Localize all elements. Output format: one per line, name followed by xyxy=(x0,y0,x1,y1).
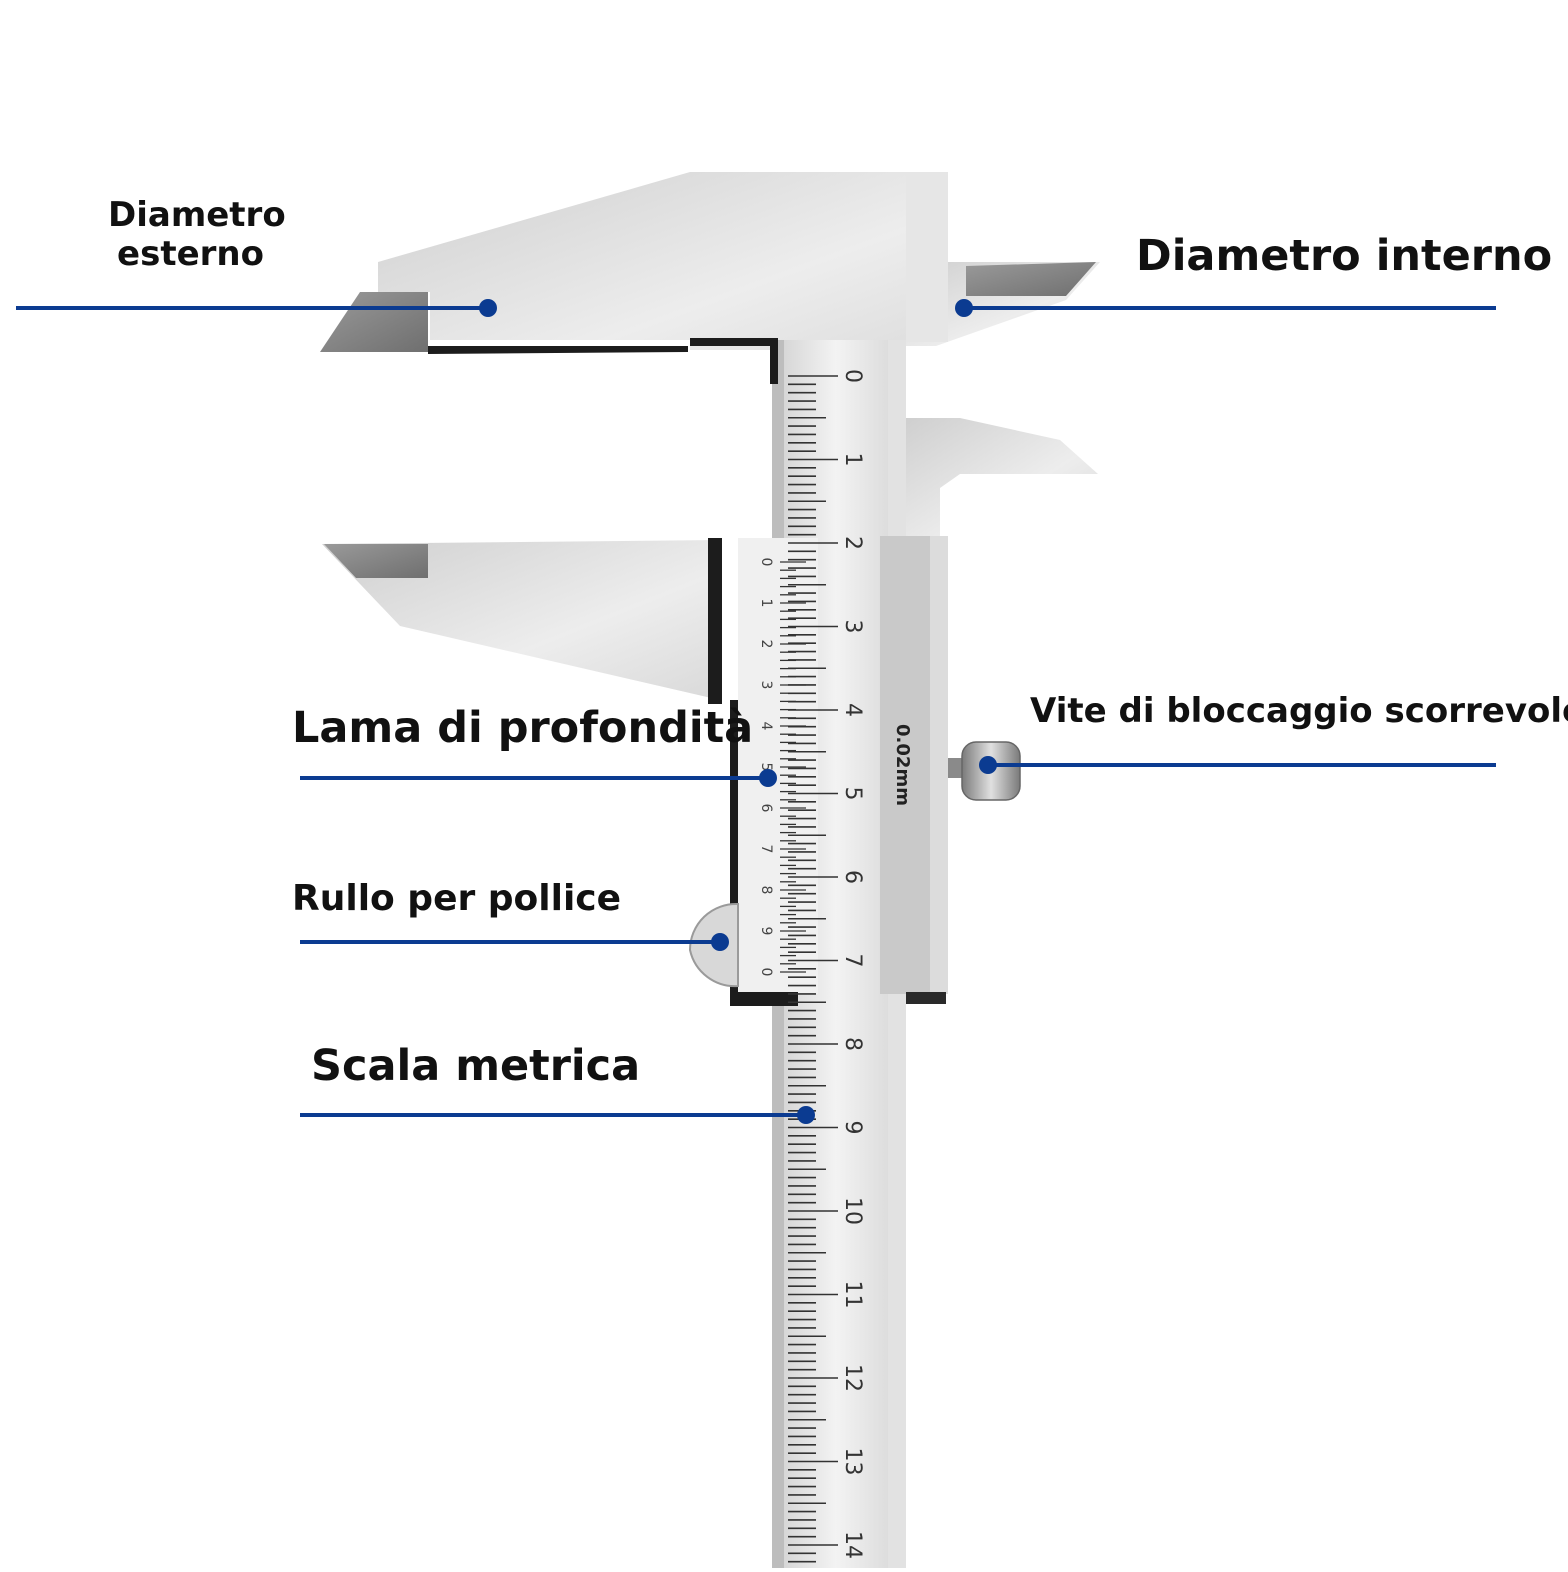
label-outer-diameter-line2: esterno xyxy=(117,234,264,275)
vernier-scale-number: 6 xyxy=(758,804,774,813)
fixed-jaw-step-edge xyxy=(690,338,778,384)
vernier-scale-number: 5 xyxy=(758,763,774,772)
fixed-head-right-face xyxy=(906,172,948,342)
label-metric-scale: Scala metrica xyxy=(311,1041,641,1091)
vernier-scale-number: 7 xyxy=(758,845,774,854)
fixed-outer-jaw-tip xyxy=(320,292,428,352)
leader-dot-outer-diameter xyxy=(479,299,497,317)
leader-dot-metric-scale xyxy=(797,1106,815,1124)
slider-bottom-edge xyxy=(738,992,798,1006)
main-scale-number: 12 xyxy=(840,1364,865,1392)
sliding-outer-jaw-body xyxy=(322,540,720,700)
vernier-scale-number: 1 xyxy=(758,599,774,608)
leader-dot-inner-diameter xyxy=(955,299,973,317)
slider-vernier-plate xyxy=(738,538,818,994)
main-scale-number: 8 xyxy=(840,1037,865,1051)
main-scale-number: 4 xyxy=(840,703,865,717)
main-scale-number: 7 xyxy=(840,954,865,968)
slider-bottom-edge-right xyxy=(906,992,946,1004)
sliding-inner-jaw xyxy=(906,418,1098,540)
sliding-outer-jaw xyxy=(322,538,722,704)
main-scale-number: 0 xyxy=(840,369,865,383)
slider-left-dark-edge xyxy=(730,700,740,1006)
precision-marking: 0.02mm xyxy=(892,724,913,806)
fixed-head xyxy=(320,172,1100,384)
main-scale-number: 11 xyxy=(840,1281,865,1309)
vernier-scale-number: 0 xyxy=(758,558,774,567)
main-scale-number: 14 xyxy=(840,1531,865,1559)
leader-dot-lock-screw xyxy=(979,756,997,774)
vernier-scale-number: 0 xyxy=(758,968,774,977)
vernier-scale-number: 8 xyxy=(758,886,774,895)
fixed-outer-jaw xyxy=(378,172,948,382)
label-inner-diameter: Diametro interno xyxy=(1136,231,1553,281)
slider-back-highlight xyxy=(930,536,948,994)
leader-dot-depth-blade xyxy=(759,769,777,787)
fixed-jaw-inner-edge xyxy=(428,346,688,354)
main-scale-number: 10 xyxy=(840,1197,865,1225)
main-scale-number: 9 xyxy=(840,1121,865,1135)
label-thumb-roller: Rullo per pollice xyxy=(292,878,622,919)
leader-dot-thumb-roller xyxy=(711,933,729,951)
main-scale-number: 2 xyxy=(840,536,865,550)
main-scale-number: 3 xyxy=(840,620,865,634)
vernier-scale-number: 4 xyxy=(758,722,774,731)
label-depth-blade: Lama di profondità xyxy=(292,703,754,753)
label-outer-diameter: Diametro esterno xyxy=(108,195,286,275)
fixed-inner-jaw-tip xyxy=(966,262,1096,296)
sliding-outer-jaw-tip xyxy=(324,544,428,578)
sliding-jaw-dark-edge xyxy=(708,538,722,704)
main-scale-number: 1 xyxy=(840,453,865,467)
vernier-scale-number: 2 xyxy=(758,640,774,649)
label-lock-screw: Vite di bloccaggio scorrevole xyxy=(1030,691,1568,731)
label-outer-diameter-line1: Diametro xyxy=(108,195,286,235)
main-scale-number: 6 xyxy=(840,870,865,884)
main-scale-number: 13 xyxy=(840,1448,865,1476)
leader-lines xyxy=(16,299,1496,1124)
vernier-scale: 0 1 2 3 4 5 6 7 8 9 0 xyxy=(758,558,806,977)
main-scale-number: 5 xyxy=(840,787,865,801)
vernier-scale-number: 3 xyxy=(758,681,774,690)
vernier-scale-number: 9 xyxy=(758,927,774,936)
